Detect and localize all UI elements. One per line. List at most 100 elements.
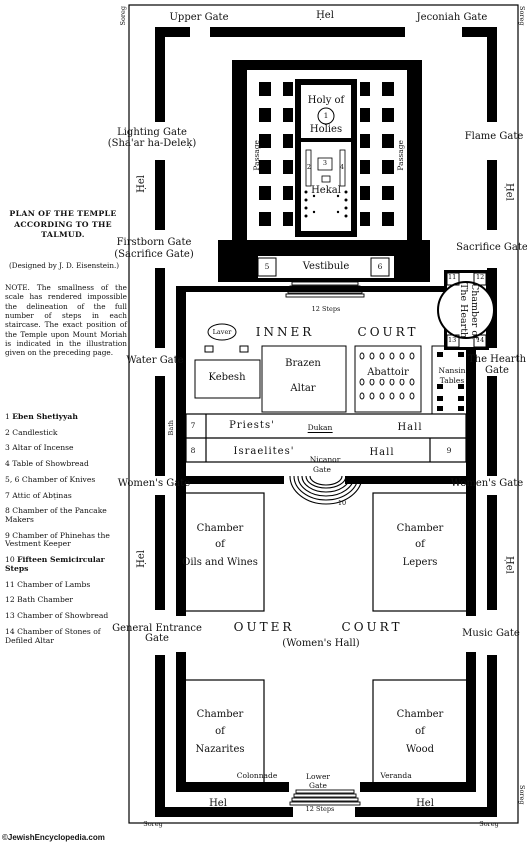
soreg-bottom-right-label: Soreg: [479, 820, 499, 828]
general-entrance-gate-label: General Entrance: [112, 623, 202, 634]
lower-steps-label: 12 Steps: [305, 805, 335, 813]
nazarites-chamber-2: of: [215, 726, 225, 737]
lighting-gate-label: Lighting Gate: [117, 127, 187, 138]
court-label: COURT: [357, 325, 419, 339]
legend-item: 14 Chamber of Stones of Defiled Altar: [5, 626, 101, 645]
lower-gate-label-2: Gate: [309, 781, 327, 790]
chamber-7-number: 7: [190, 421, 196, 430]
chamber-8-number: 8: [190, 446, 196, 455]
hel-bottom-right-label: Ḥel: [416, 798, 434, 809]
wood-chamber-1: Chamber: [396, 709, 444, 720]
outer-court-label: COURT: [341, 620, 403, 634]
legend-item: 5, 6 Chamber of Knives: [5, 474, 96, 484]
firstborn-gate-sub: (Sacrifice Gate): [114, 249, 194, 260]
flame-gate-label: Flame Gate: [464, 131, 524, 142]
nicanor-gate-label-2: Gate: [313, 465, 331, 474]
chamber-6-number: 6: [377, 262, 383, 271]
temple-building: [218, 60, 430, 298]
holy-of-holies-label-2: Holies: [309, 124, 343, 135]
oils-wines-chamber-1: Chamber: [196, 523, 244, 534]
abattoir-label: Abattoir: [367, 367, 409, 379]
legend-item: 2 Candlestick: [5, 427, 58, 437]
priests-label: Priests': [229, 420, 275, 431]
legend-item: 4 Table of Showbread: [5, 459, 89, 469]
legend: 1 Eben Shetiyyah 2 Candlestick 3 Altar o…: [5, 412, 129, 645]
inner-label: INNER: [255, 325, 315, 339]
candlestick-number: 2: [306, 163, 312, 171]
nazarites-chamber-1: Chamber: [196, 709, 244, 720]
legend-item: 11 Chamber of Lambs: [5, 579, 91, 589]
sacrifice-gate-label: Sacrifice Gate: [456, 242, 527, 253]
water-gate-label: Water Gate: [126, 355, 184, 366]
soreg-top-left-label: Soreg: [119, 6, 127, 26]
chamber-11-number: 11: [448, 273, 457, 281]
eben-shetiyyah-marker: [317, 107, 335, 125]
laver-label: Laver: [212, 328, 232, 336]
passage-left-label: Passage: [252, 140, 261, 171]
court-wall: [176, 476, 476, 792]
hel-bottom-left-label: Ḥel: [209, 798, 227, 809]
hel-left-upper-label: Ḥel: [136, 175, 147, 193]
showbread-table-number: 4: [339, 163, 345, 171]
lower-steps: [289, 789, 361, 806]
legend-item: 9 Chamber of Phinehas the Vestment Keepe…: [5, 530, 110, 549]
womens-hall-label: (Women's Hall): [282, 638, 360, 649]
nicanor-steps: [289, 475, 363, 505]
brazen-label: Brazen: [285, 358, 321, 369]
general-entrance-gate-label-2: Gate: [145, 633, 169, 644]
kebesh-label: Kebesh: [208, 372, 246, 383]
lepers-chamber-2: of: [415, 539, 425, 550]
upper-gate-label: Upper Gate: [169, 12, 229, 23]
veranda-label: Veranda: [380, 771, 412, 780]
oils-wines-chamber-3: Oils and Wines: [182, 557, 258, 568]
wood-chamber-2: of: [415, 726, 425, 737]
lepers-chamber-1: Chamber: [396, 523, 444, 534]
chamber-9-number: 9: [446, 446, 452, 455]
soreg-right-bottom-label: Soreg: [517, 785, 526, 805]
hel-right-upper-label: Ḥel: [503, 183, 515, 201]
colonnade-label: Colonnade: [236, 771, 278, 780]
legend-item: 13 Chamber of Showbread: [5, 611, 109, 621]
eben-shetiyyah-number: 1: [323, 111, 329, 120]
firstborn-gate-label: Firstborn Gate: [116, 237, 192, 248]
chamber-5-number: 5: [264, 262, 270, 271]
note-text: NOTE. The smallness of the scale has ren…: [5, 283, 127, 358]
legend-item: 8 Chamber of the Pancake Makers: [5, 506, 107, 525]
chamber-13-number: 13: [448, 336, 457, 344]
priests-hall-label: Hall: [397, 422, 423, 433]
hel-right-lower-label: Ḥel: [503, 556, 515, 574]
legend-item: 10 Fifteen Semicircular Steps: [5, 555, 105, 573]
nansin-label: Nansin: [438, 366, 466, 375]
vestibule-label: Vestibule: [302, 261, 350, 272]
legend-item: 12 Bath Chamber: [5, 595, 73, 605]
legend-item: 7 Attic of Abṭinas: [5, 490, 72, 500]
oils-wines-chamber-2: of: [215, 539, 225, 550]
chamber-14-number: 14: [476, 336, 485, 344]
outer-label: OUTER: [233, 620, 295, 634]
dukan-label: Dukan: [307, 423, 333, 433]
soreg-top-right-label: Soreg: [517, 6, 526, 26]
hearth-gate-label-2: Gate: [485, 365, 509, 376]
chamber-12-number: 12: [476, 273, 485, 281]
altar-label: Altar: [290, 383, 316, 394]
bath-label: Bath: [167, 420, 175, 436]
passage-right-label: Passage: [396, 140, 405, 171]
hearth-chamber: [437, 270, 495, 350]
holy-of-holies-label: Holy of: [307, 95, 345, 106]
tables-label: Tables: [439, 376, 465, 385]
steps-10-number: 10: [337, 499, 347, 507]
wood-chamber-3: Wood: [405, 744, 435, 755]
israelites-hall-label: Hall: [369, 447, 395, 458]
legend-item: 3 Altar of Incense: [5, 443, 74, 453]
music-gate-label: Music Gate: [462, 628, 520, 639]
lower-gate-label: Lower: [306, 772, 330, 781]
nicanor-gate-label: Nicanor: [309, 455, 341, 464]
plan-title: PLAN OF THE TEMPLE ACCORDING TO THE TALM…: [9, 209, 117, 240]
nansin-tables: [437, 352, 464, 411]
womens-gate-right-label: Women's Gate: [450, 478, 524, 489]
womens-gate-left-label: Women's Gate: [117, 478, 191, 489]
abattoir-posts: [359, 352, 415, 400]
